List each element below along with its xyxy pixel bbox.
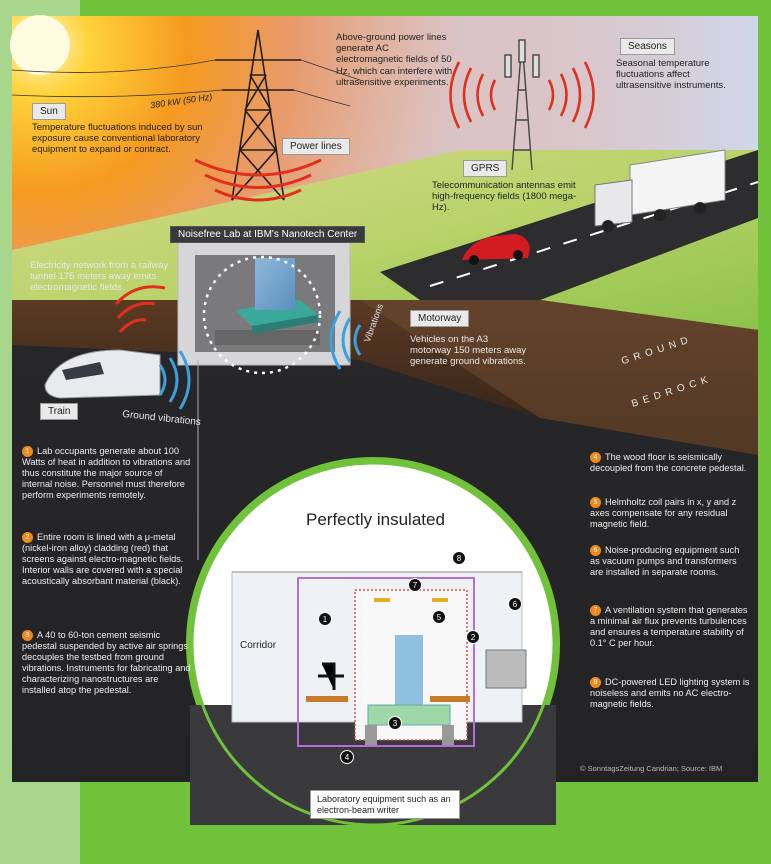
note-text: Helmholtz coil pairs in x, y and z axes … [590, 497, 737, 530]
train-vibration-icon [158, 350, 191, 410]
railway-description: Electricity network from a railway tunne… [30, 260, 169, 294]
gprs-label: GPRS [463, 160, 508, 177]
car-icon [462, 234, 530, 265]
note-badge: 6 [590, 545, 601, 556]
equipment-caption: Laboratory equipment such as an electron… [310, 790, 460, 820]
train-label: Train [40, 403, 79, 420]
note-badge: 2 [22, 532, 33, 543]
inset-marker-6: 6 [508, 597, 522, 611]
note-text: A ventilation system that generates a mi… [590, 605, 748, 649]
note-text: A 40 to 60-ton cement seismic pedestal s… [22, 630, 191, 696]
motorway-vibration-icon [329, 310, 362, 370]
power-lines [11, 59, 361, 107]
gprs-emission-icon [449, 61, 595, 129]
inset-marker-3: 3 [388, 716, 402, 730]
sun-label: Sun [32, 103, 66, 120]
corridor-label: Corridor [240, 640, 277, 651]
credit: © SonntagsZeitung Candrian; Source: IBM [580, 764, 723, 773]
inset-marker-5: 5 [432, 610, 446, 624]
train-icon [44, 349, 161, 399]
note-text: The wood floor is seismically decoupled … [590, 452, 747, 474]
note-badge: 1 [22, 446, 33, 457]
power-lines-label: Power lines [282, 138, 350, 155]
sun-description: Temperature fluctuations induced by sun … [32, 122, 203, 156]
note-text: Lab occupants generate about 100 Watts o… [22, 446, 191, 501]
note-badge: 4 [590, 452, 601, 463]
note-badge: 8 [590, 677, 601, 688]
note-badge: 7 [590, 605, 601, 616]
power-emission-icon [194, 158, 322, 202]
motorway-description: Vehicles on the A3 motorway 150 meters a… [410, 334, 527, 368]
inset-marker-4: 4 [340, 750, 354, 764]
inset-title: Perfectly insulated [306, 510, 445, 529]
lab-title: Noisefree Lab at IBM's Nanotech Center [170, 226, 366, 243]
power-lines-description: Above-ground power lines generate AC ele… [336, 32, 453, 88]
note-badge: 3 [22, 630, 33, 641]
note-text: DC-powered LED lighting system is noisel… [590, 677, 750, 710]
motorway-label: Motorway [410, 310, 470, 327]
note-text: Noise-producing equipment such as vacuum… [590, 545, 740, 578]
inset-marker-7: 7 [408, 578, 422, 592]
inset-marker-2: 2 [466, 630, 480, 644]
seasons-description: Seasonal temperature fluctuations affect… [616, 58, 726, 92]
inset-marker-1: 1 [318, 612, 332, 626]
ground-layer-face [360, 300, 758, 455]
note-badge: 5 [590, 497, 601, 508]
sun-icon [10, 15, 70, 75]
note-text: Entire room is lined with a μ-metal (nic… [22, 532, 184, 587]
gprs-description: Telecommunication antennas emit high-fre… [432, 180, 577, 214]
power-pylon-icon [215, 29, 301, 201]
lab-building-icon [177, 239, 351, 375]
seasons-label: Seasons [620, 38, 675, 55]
inset-room [231, 571, 527, 747]
train-emission-icon [114, 285, 166, 333]
truck-icon [594, 149, 726, 232]
inset-marker-8: 8 [452, 551, 466, 565]
antenna-tower-icon [504, 39, 540, 171]
